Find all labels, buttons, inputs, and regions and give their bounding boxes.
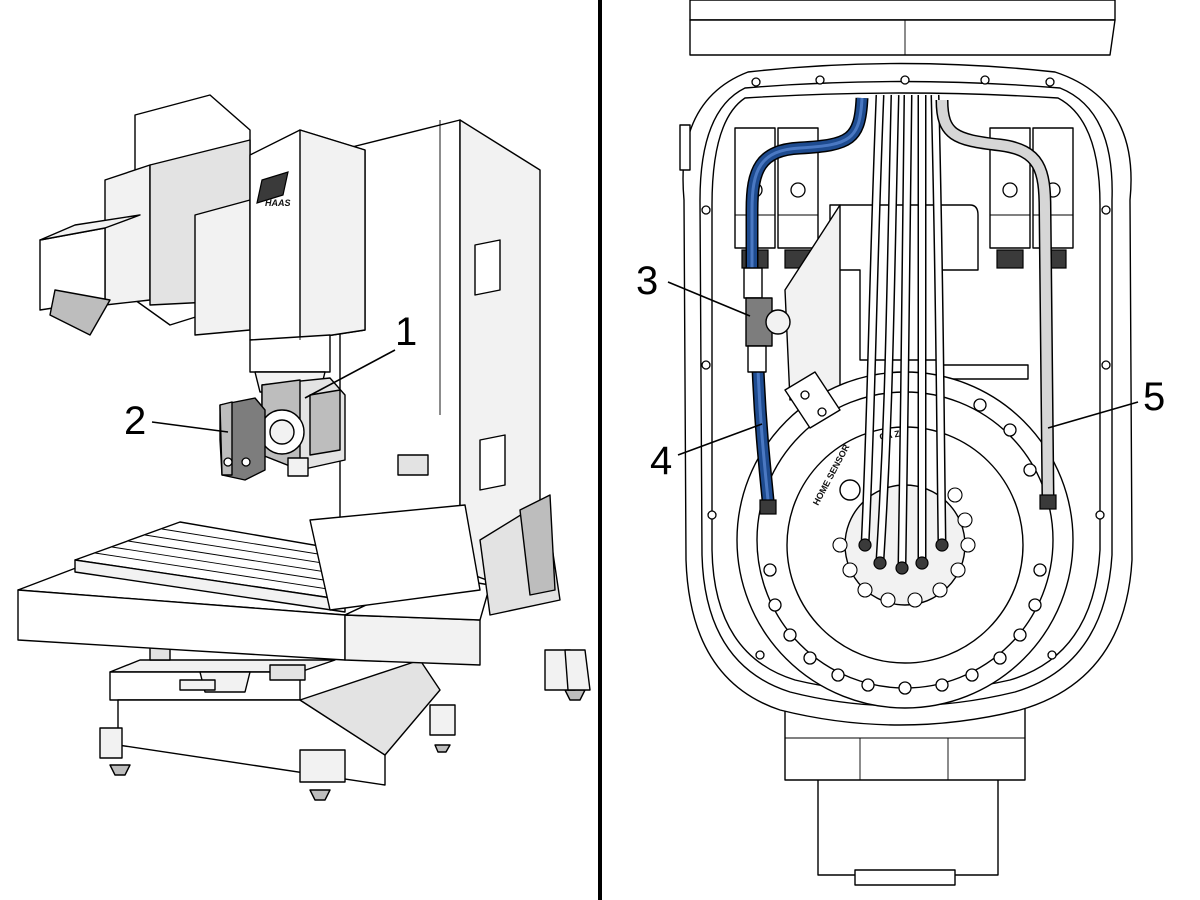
callout-5: 5 — [1047, 375, 1165, 429]
spindle-nose — [784, 704, 1026, 886]
svg-text:1: 1 — [395, 310, 417, 354]
svg-text:3: 3 — [636, 259, 658, 303]
inner-bolt-ring — [832, 487, 976, 608]
head-interior-view: HOME SENSOR CA Z — [679, 0, 1133, 886]
svg-text:4: 4 — [650, 439, 672, 483]
callout-4: 4 — [650, 423, 763, 483]
callout-1: 1 — [304, 310, 417, 399]
housing-bolts — [701, 75, 1111, 705]
platter-bolt-ring — [763, 398, 1047, 695]
callout-2: 2 — [124, 399, 229, 443]
callout-3: 3 — [636, 259, 751, 317]
access-cover — [219, 397, 266, 481]
machine-column — [309, 119, 561, 616]
callouts: 1 2 3 4 5 — [124, 259, 1165, 483]
svg-text:2: 2 — [124, 399, 146, 443]
rotary-tilt-head — [259, 377, 346, 477]
housing-neck — [689, 0, 1116, 56]
cable-bundle — [858, 94, 949, 575]
haas-logo: HAAS — [256, 171, 291, 208]
inline-coupling — [743, 267, 791, 373]
svg-text:5: 5 — [1143, 375, 1165, 419]
svg-text:HAAS: HAAS — [265, 198, 291, 208]
leveling-feet — [544, 649, 591, 691]
blue-air-hose — [745, 97, 869, 515]
machine-base — [99, 641, 586, 801]
spindle-head: HAAS — [249, 129, 366, 393]
tool-changer — [39, 94, 251, 336]
grey-air-hose — [935, 99, 1057, 510]
machine-overview-view: HAAS — [17, 94, 591, 801]
